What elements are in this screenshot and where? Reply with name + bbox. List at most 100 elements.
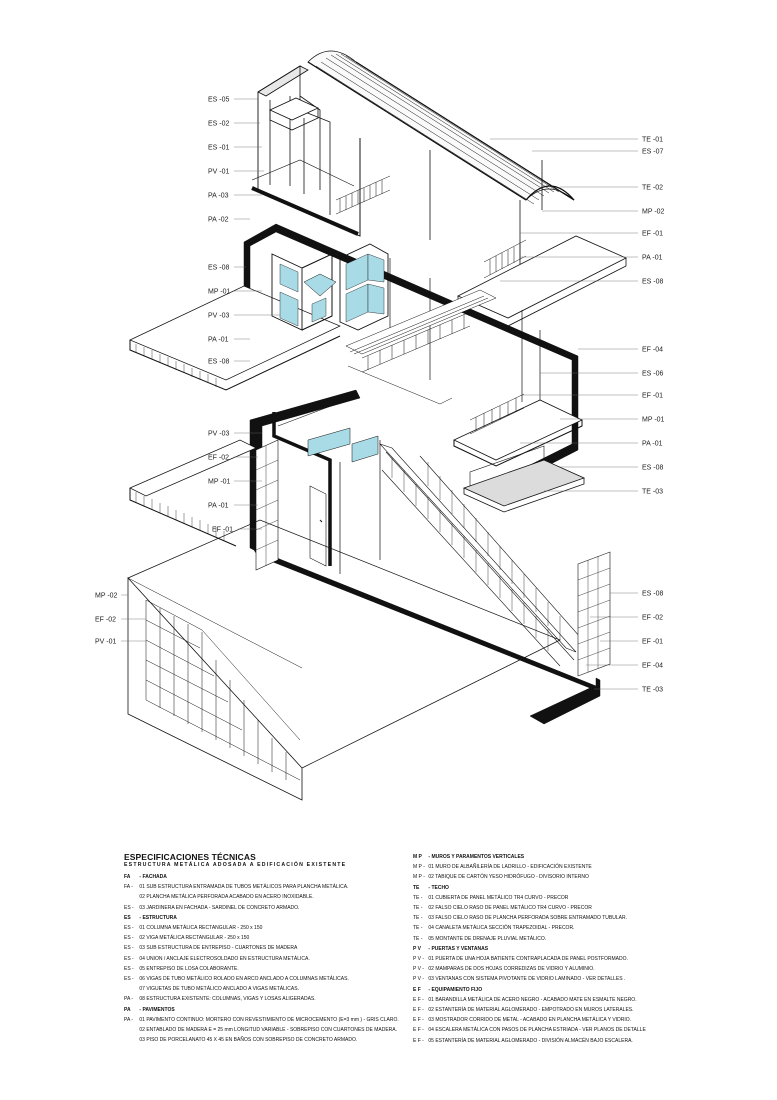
specs-subtitle: ESTRUCTURA METÁLICA ADOSADA A EDIFICACIÓ…: [124, 862, 347, 868]
callout-label: ES -06: [642, 371, 664, 378]
glass-panel: [279, 291, 299, 327]
spec-code: P V: [413, 945, 421, 952]
spec-item: P V - 02 MAMPARAS DE DOS HOJAS CORREDIZA…: [413, 964, 663, 974]
spec-text: 02 MAMPARAS DE DOS HOJAS CORREDIZAS DE V…: [427, 966, 595, 973]
callout-label: TE -01: [642, 137, 663, 144]
spec-code: TE -: [413, 925, 423, 932]
spec-item: E F - 04 ESCALERA METÁLICA CON PASOS DE …: [413, 1025, 663, 1035]
glass-panel: [311, 297, 327, 323]
spec-item: ES - 04 UNION / ANCLAJE ELECTROSOLDADO E…: [124, 954, 414, 964]
spec-section-heading: M P - MUROS Y PARAMENTOS VERTICALES: [413, 852, 663, 862]
glass-panel: [279, 263, 299, 293]
callout-label: ES -02: [208, 121, 230, 128]
spec-item: PA - 01 PAVIMENTO CONTINUO: MORTERO CON …: [124, 1015, 414, 1025]
callout-label: MP -01: [208, 289, 231, 296]
spec-item: TE - 04 CANALETA METÁLICA SECCIÓN TRAPEZ…: [413, 923, 663, 933]
spec-item: E F - 03 MOSTRADOR CORRIDO DE METAL - AC…: [413, 1015, 663, 1025]
spec-text: 02 ESTANTERÍA DE MATERIAL AGLOMERADO - E…: [427, 1007, 634, 1014]
glass-panel: [367, 283, 385, 315]
spec-text: - TECHO: [427, 884, 449, 891]
spec-item: M P - 01 MURO DE ALBAÑILERÍA DE LADRILLO…: [413, 862, 663, 872]
spec-text: - FACHADA: [138, 874, 167, 880]
spec-text: 03 FALSO CIELO RASO DE PLANCHA PERFORADA…: [427, 915, 627, 922]
spec-section-heading: TE - TECHO: [413, 883, 663, 893]
spec-code: P V -: [413, 976, 425, 983]
spec-text: - PAVIMENTOS: [138, 1006, 175, 1013]
spec-code: ES -: [124, 955, 134, 962]
callout-label: PA -01: [208, 503, 229, 510]
spec-item: TE - 02 FALSO CIELO RASO DE PANEL METÁLI…: [413, 903, 663, 913]
spec-text: 07 VIGUETAS DE TUBO METÁLICO ANCLADO A V…: [138, 986, 299, 993]
spec-code: ES -: [124, 935, 134, 942]
spec-text: 05 ENTREPISO DE LOSA COLABORANTE.: [138, 965, 239, 972]
callout-label: EF -01: [642, 231, 663, 238]
spec-item: ES - 01 COLUMNA METÁLICA RECTANGULAR - 2…: [124, 923, 414, 933]
roof-level: [251, 50, 627, 327]
spec-text: 03 SUB ESTRUCTURA DE ENTREPISO - CUARTON…: [138, 945, 298, 952]
callout-label: TE -02: [642, 185, 663, 192]
leader-lines: [121, 98, 638, 690]
spec-text: 04 UNION / ANCLAJE ELECTROSOLDADO EN EST…: [138, 955, 310, 962]
spec-code: TE -: [413, 905, 423, 912]
spec-code: PA: [124, 1006, 131, 1013]
callout-label: ES -05: [208, 97, 230, 104]
spec-item: ES - 03 SUB ESTRUCTURA DE ENTREPISO - CU…: [124, 943, 414, 953]
spec-section-heading: PA - PAVIMENTOS: [124, 1005, 414, 1015]
spec-item: E F - 01 BARANDILLA METÁLICA DE ACERO NE…: [413, 995, 663, 1005]
spec-text: 03 PISO DE PORCELANATO 45 X 45 EN BAÑOS …: [138, 1037, 358, 1044]
spec-code: P V -: [413, 956, 425, 963]
spec-item: ES - 03 JARDINERA EN FACHADA - SARDINEL …: [124, 903, 414, 913]
spec-item: 07 VIGUETAS DE TUBO METÁLICO ANCLADO A V…: [124, 984, 414, 994]
spec-code: ES -: [124, 976, 134, 983]
spec-section-heading: FA - FACHADA: [124, 872, 414, 882]
spec-text: - MUROS Y PARAMENTOS VERTICALES: [427, 854, 525, 860]
callout-label: PA -01: [208, 337, 229, 344]
spec-code: FA: [124, 874, 131, 880]
callout-label: MP -02: [95, 593, 118, 600]
spec-code: M P -: [413, 864, 425, 871]
callout-label: PV -01: [95, 639, 117, 646]
spec-item: 03 PISO DE PORCELANATO 45 X 45 EN BAÑOS …: [124, 1035, 414, 1045]
spec-section-heading: E F - EQUIPAMIENTO FIJO: [413, 985, 663, 995]
spec-item: PA - 08 ESTRUCTURA EXISTENTE: COLUMNAS, …: [124, 994, 414, 1004]
callout-label: EF -02: [208, 455, 229, 462]
spec-text: 03 JARDINERA EN FACHADA - SARDINEL DE CO…: [138, 904, 300, 911]
callout-label: EF -02: [642, 615, 663, 622]
spec-text: 08 ESTRUCTURA EXISTENTE: COLUMNAS, VIGAS…: [138, 996, 316, 1003]
glass-panel: [307, 427, 351, 457]
callout-label: EF -01: [642, 639, 663, 646]
spec-text: 02 PLANCHA METÁLICA PERFORADA ACABADO EN…: [138, 894, 314, 901]
spec-item: ES - 05 ENTREPISO DE LOSA COLABORANTE.: [124, 964, 414, 974]
callout-label: MP -01: [208, 479, 231, 486]
spec-item: TE - 03 FALSO CIELO RASO DE PLANCHA PERF…: [413, 913, 663, 923]
spec-item: FA - 01 SUB ESTRUCTURA ENTRAMADA DE TUBO…: [124, 882, 414, 892]
spec-code: TE -: [413, 935, 423, 942]
spec-item: 02 ENTABLADO DE MADERA E = 25 mm LONGITU…: [124, 1025, 414, 1035]
callout-label: EF -01: [642, 393, 663, 400]
spec-code: FA -: [124, 884, 133, 891]
callout-label: PA -01: [642, 441, 663, 448]
spec-item: M P - 02 TABIQUE DE CARTÓN YESO HIDRÓFUG…: [413, 872, 663, 882]
spec-code: ES -: [124, 904, 134, 911]
spec-code: E F -: [413, 1037, 424, 1044]
spec-text: 01 PUERTA DE UNA HOJA BATIENTE CONTRAPLA…: [427, 956, 628, 963]
callout-label: MP -01: [642, 417, 665, 424]
facade-base: [127, 519, 561, 801]
spec-item: P V - 03 VENTANAS CON SISTEMA PIVOTANTE …: [413, 974, 663, 984]
specs-title: ESPECIFICACIONES TÉCNICAS: [124, 852, 256, 862]
callout-label: PA -01: [642, 255, 663, 262]
spec-text: 04 ESCALERA METÁLICA CON PASOS DE PLANCH…: [427, 1027, 646, 1034]
spec-text: - EQUIPAMIENTO FIJO: [427, 986, 483, 993]
spec-text: 02 ENTABLADO DE MADERA E = 25 mm LONGITU…: [138, 1027, 397, 1034]
spec-text: - ESTRUCTURA: [138, 914, 177, 921]
callout-label: PA -03: [208, 193, 229, 200]
spec-text: 04 CANALETA METÁLICA SECCIÓN TRAPEZOIDAL…: [427, 925, 575, 932]
callout-label: TE -03: [642, 489, 663, 496]
spec-text: 01 BARANDILLA METÁLICA DE ACERO NEGRO - …: [427, 996, 637, 1003]
spec-code: ES -: [124, 945, 134, 952]
spec-text: 02 VIGA METÁLICA RECTANGULAR - 250 x 150: [138, 935, 250, 942]
spec-text: 05 MONTANTE DE DRENAJE PLUVIAL METÁLICO.: [427, 935, 547, 942]
